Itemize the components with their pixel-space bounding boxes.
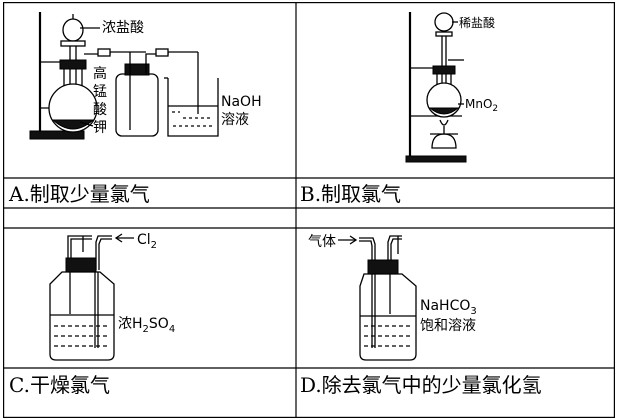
label-naoh: NaOH [221, 94, 262, 110]
caption-b: B.制取氯气 [300, 182, 402, 206]
label-dilute-hcl: 稀盐酸 [459, 15, 495, 30]
panel-a-apparatus: 浓盐酸 高 锰 酸 钾 NaOH 溶液 [29, 12, 262, 140]
washing-bottle [359, 273, 417, 361]
label-cl2: Cl2 [137, 232, 157, 251]
separatory-funnel-b [434, 12, 454, 32]
panel-b-apparatus: 稀盐酸 MnO2 [405, 12, 498, 163]
caption-d: D.除去氯气中的少量氯化氢 [300, 373, 542, 397]
label-conc-h2so4: 浓H2SO4 [118, 316, 175, 335]
caption-c: C.干燥氯气 [9, 373, 110, 397]
caption-a: A.制取少量氯气 [9, 182, 150, 206]
label-kmno4-2: 锰 [93, 84, 107, 100]
alcohol-lamp [431, 133, 457, 149]
gas-bottle [115, 73, 159, 137]
panel-d-apparatus: 气体 NaHCO3 饱和溶液 [308, 234, 477, 361]
alcohol-lamp-flame [439, 119, 449, 126]
drying-bottle [49, 271, 115, 361]
stand-base [29, 130, 85, 140]
naoh-beaker [167, 78, 219, 137]
label-conc-hcl: 浓盐酸 [102, 20, 144, 36]
mno2-solid [428, 107, 460, 115]
label-kmno4-1: 高 [93, 65, 107, 82]
panel-c-apparatus: Cl2 浓H2SO4 [49, 232, 175, 361]
label-saturated-solution: 饱和溶液 [420, 318, 476, 334]
label-nahco3: NaHCO3 [420, 298, 477, 317]
label-solution-a: 溶液 [221, 112, 249, 128]
comparison-table-grid [3, 2, 615, 418]
label-gas: 气体 [308, 234, 336, 250]
label-kmno4-4: 钾 [93, 120, 107, 136]
label-mno2: MnO2 [465, 97, 498, 114]
separatory-funnel [62, 18, 84, 42]
label-kmno4-3: 酸 [93, 102, 107, 118]
